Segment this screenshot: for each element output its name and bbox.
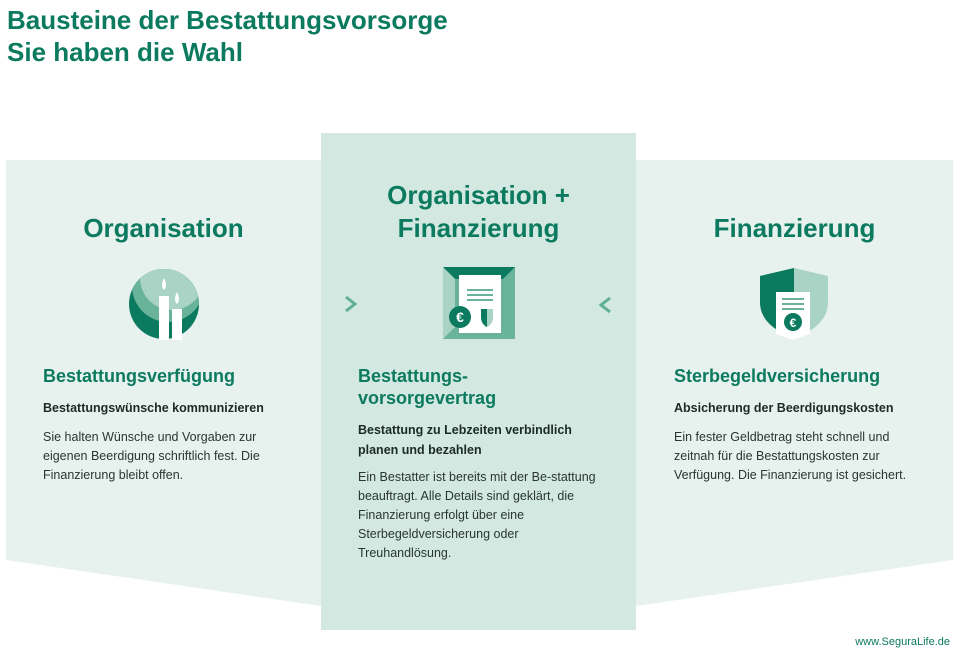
heading-organisation: Organisation [83,213,244,243]
title-line-2: Sie haben die Wahl [7,37,243,67]
center-panel [321,133,636,630]
arrow-left-icon [598,296,670,314]
body-text: Sie halten Wünsche und Vorgaben zur eige… [43,430,260,482]
candles-icon [129,269,199,340]
subtitle-sterbegeldversicherung: Sterbegeldversicherung [674,366,881,386]
subtitle-bestattungsverfuegung: Bestattungsverfügung [43,366,236,386]
heading-organisation-finanzierung: Organisation + Finanzierung [387,180,570,243]
svg-text:€: € [456,309,464,325]
left-panel [6,160,321,606]
contract-euro-shield-icon: € [443,267,515,339]
footer-url: www.SeguraLife.de [855,636,950,648]
lead-text: Bestattungswünsche kommunizieren [43,401,264,415]
page-title: Bausteine der Bestattungsvorsorge Sie ha… [7,4,448,68]
lead-text: Absicherung der Beerdigungskosten [674,401,894,415]
arrow-right-icon [286,295,358,313]
title-line-1: Bausteine der Bestattungsvorsorge [7,5,448,35]
shield-document-euro-icon: € [760,268,828,340]
right-panel [636,160,953,606]
heading-finanzierung: Finanzierung [713,213,876,243]
body-text: Ein fester Geldbetrag steht schnell und … [674,430,907,482]
lead-text: Bestattung zu Lebzeiten verbindlich plan… [358,423,572,457]
subtitle-bestattungsvorsorgevertrag: Bestattungs-vorsorgevertrag [358,366,497,408]
svg-text:€: € [790,316,797,330]
body-text: Ein Bestatter ist bereits mit der Be-sta… [358,470,596,560]
